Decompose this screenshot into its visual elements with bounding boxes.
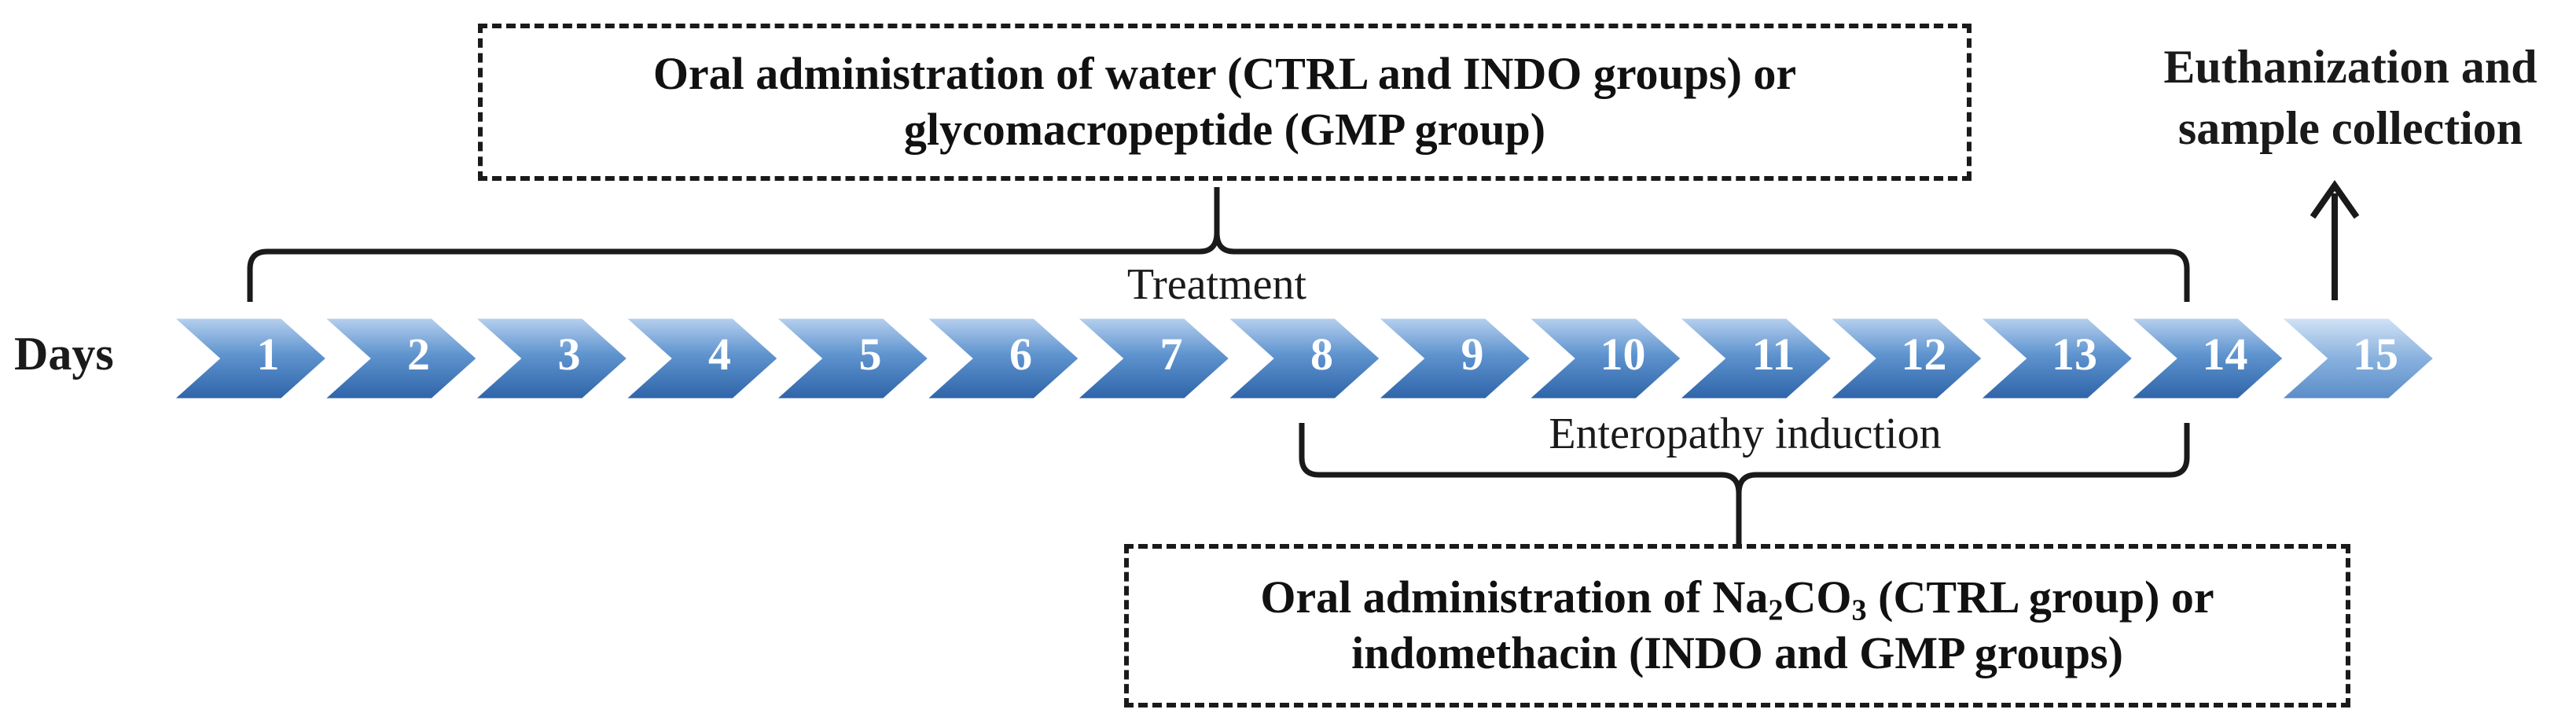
final-step-line2: sample collection [2177, 102, 2523, 154]
induction-box-line2: indomethacin (INDO and GMP groups) [1351, 627, 2123, 678]
treatment-box-line1: Oral administration of water (CTRL and I… [652, 48, 1797, 100]
day-chevron-8 [1223, 316, 1383, 401]
treatment-label: Treatment [1126, 260, 1307, 309]
induction-sub1: 2 [1768, 594, 1784, 627]
day-number-3: 3 [557, 329, 581, 380]
day-number-15: 15 [2353, 329, 2398, 380]
day-chevron-9 [1374, 316, 1534, 401]
day-chevron-13 [1976, 316, 2136, 401]
day-chevron-5 [772, 316, 932, 401]
final-step-line1: Euthanization and [2163, 41, 2537, 93]
day-number-2: 2 [407, 329, 430, 380]
induction-line1-mid: CO [1783, 571, 1852, 623]
day-chevron-6 [922, 316, 1082, 401]
day-number-14: 14 [2202, 329, 2248, 380]
induction-label: Enteropathy induction [1549, 410, 1942, 458]
final-step-label: Euthanization and sample collection [2130, 36, 2570, 159]
day-chevron-3 [471, 316, 630, 401]
day-number-11: 11 [1751, 329, 1795, 380]
induction-box: Oral administration of Na2CO3 (CTRL grou… [1124, 544, 2350, 707]
induction-sub2: 3 [1851, 594, 1867, 627]
day-chevron-15 [2277, 316, 2437, 401]
induction-bracket [1299, 423, 2190, 544]
day-chevron-1 [170, 316, 329, 401]
day-number-6: 6 [1009, 329, 1032, 380]
day-chevron-14 [2126, 316, 2286, 401]
treatment-box-line2: glycomacropeptide (GMP group) [903, 104, 1546, 155]
day-chevron-10 [1524, 316, 1684, 401]
induction-box-line1: Oral administration of Na2CO3 (CTRL grou… [1260, 570, 2214, 626]
days-axis-label: Days [14, 328, 114, 380]
day-number-8: 8 [1310, 329, 1333, 380]
day-number-12: 12 [1901, 329, 1947, 380]
induction-line1-prefix: Oral administration of Na [1260, 571, 1769, 623]
treatment-bracket [247, 187, 2190, 302]
day-number-9: 9 [1461, 329, 1484, 380]
induction-line1-suffix: (CTRL group) or [1866, 571, 2214, 623]
day-number-4: 4 [708, 329, 731, 380]
day-number-7: 7 [1159, 329, 1183, 380]
day-chevron-2 [320, 316, 480, 401]
day-number-5: 5 [858, 329, 882, 380]
day-chevron-11 [1675, 316, 1835, 401]
day-number-1: 1 [256, 329, 280, 380]
day-chevron-7 [1073, 316, 1233, 401]
euthanization-arrowhead [2310, 180, 2360, 219]
day-number-10: 10 [1600, 329, 1646, 380]
day-chevron-4 [621, 316, 781, 401]
day-chevron-12 [1825, 316, 1985, 401]
day-number-13: 13 [2052, 329, 2097, 380]
treatment-box: Oral administration of water (CTRL and I… [478, 24, 1972, 181]
